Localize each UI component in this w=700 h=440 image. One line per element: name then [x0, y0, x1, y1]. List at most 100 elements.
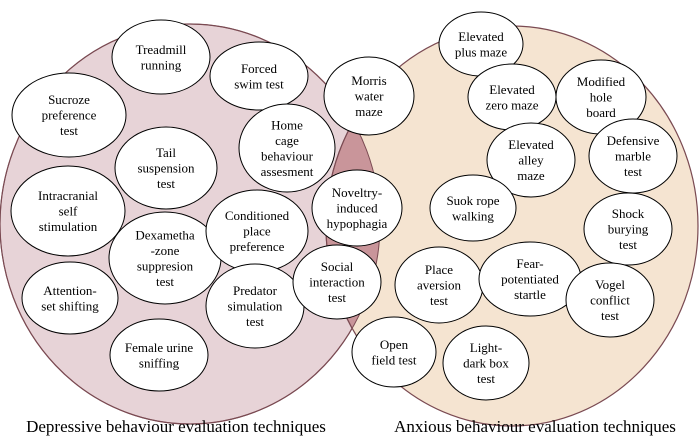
technique-node-label-line: Light-: [470, 340, 503, 355]
technique-node-label-line: startle: [514, 287, 546, 302]
technique-node-label-line: water: [355, 89, 385, 104]
technique-node-label-line: board: [586, 105, 616, 120]
technique-node-label-line: stimulation: [39, 219, 98, 234]
technique-node-label-line: Elevated: [489, 82, 535, 97]
technique-node-label-line: Modified: [577, 74, 626, 89]
technique-node-ellipse: [238, 103, 336, 193]
technique-node-label-line: Place: [425, 262, 453, 277]
technique-node-label-line: Elevated: [508, 137, 554, 152]
technique-node-label-line: Treadmill: [136, 42, 187, 57]
technique-node-label-line: Suok rope: [446, 193, 499, 208]
technique-node-label-line: Home: [271, 117, 303, 132]
technique-node-label-line: zero maze: [485, 97, 538, 112]
technique-node-label-line: self: [59, 204, 78, 219]
technique-node-ellipse: [323, 56, 415, 136]
technique-node-ellipse: [429, 174, 517, 242]
technique-node-ellipse: [486, 122, 576, 198]
technique-node-label-line: Elevated: [458, 29, 504, 44]
technique-node-ellipse: [565, 262, 655, 338]
technique-node-label-line: potentiated: [501, 272, 559, 287]
technique-node-label-line: Dexametha: [135, 227, 194, 242]
technique-node-label-line: suspension: [137, 161, 195, 176]
technique-node-label-line: Female urine: [125, 340, 193, 355]
technique-node-label-line: -zone: [151, 243, 180, 258]
technique-node-label-line: behaviour: [261, 148, 314, 163]
technique-node-label-line: Predator: [233, 283, 278, 298]
technique-node-label-line: hypophagia: [327, 216, 388, 231]
technique-node-label-line: Sucroze: [48, 92, 90, 107]
technique-node-label-line: marble: [615, 149, 651, 164]
technique-node-label-line: dark box: [463, 356, 509, 371]
technique-node-label-line: test: [430, 293, 448, 308]
technique-node-label: Attention-set shifting: [41, 283, 99, 314]
technique-node-label-line: plus maze: [455, 44, 508, 59]
technique-node-label-line: burying: [608, 222, 649, 237]
technique-node-label-line: Shock: [612, 206, 645, 221]
technique-node-label-line: alley: [518, 153, 544, 168]
technique-node-label-line: running: [141, 57, 182, 72]
technique-node-label-line: preference: [42, 108, 97, 123]
technique-node-ellipse: [21, 261, 119, 335]
technique-node-label-line: maze: [355, 104, 383, 119]
technique-node-label-line: interaction: [309, 275, 365, 290]
technique-node-label-line: cage: [275, 133, 299, 148]
technique-node-label-line: induced: [336, 201, 378, 216]
technique-node-label-line: test: [601, 308, 619, 323]
technique-node-ellipse: [111, 19, 211, 95]
technique-node-label-line: Intracranial: [38, 188, 98, 203]
technique-node-ellipse: [10, 165, 126, 257]
technique-node-ellipse: [114, 126, 218, 210]
technique-node-ellipse: [209, 41, 309, 111]
technique-node-ellipse: [351, 316, 437, 388]
technique-node-label-line: aversion: [417, 278, 462, 293]
technique-node-label-line: Defensive: [607, 133, 660, 148]
technique-node-label-line: test: [60, 123, 78, 138]
technique-node-label-line: Conditioned: [225, 208, 290, 223]
technique-node-label-line: Open: [380, 337, 409, 352]
technique-node-label-line: test: [328, 290, 346, 305]
anxious-caption: Anxious behaviour evaluation techniques: [394, 417, 676, 436]
technique-node-label-line: test: [246, 314, 264, 329]
technique-node-label-line: Social: [321, 259, 354, 274]
technique-node-label-line: hole: [590, 90, 613, 105]
technique-node-label-line: test: [156, 274, 174, 289]
technique-node-label-line: conflict: [590, 293, 630, 308]
technique-node-label-line: test: [624, 164, 642, 179]
